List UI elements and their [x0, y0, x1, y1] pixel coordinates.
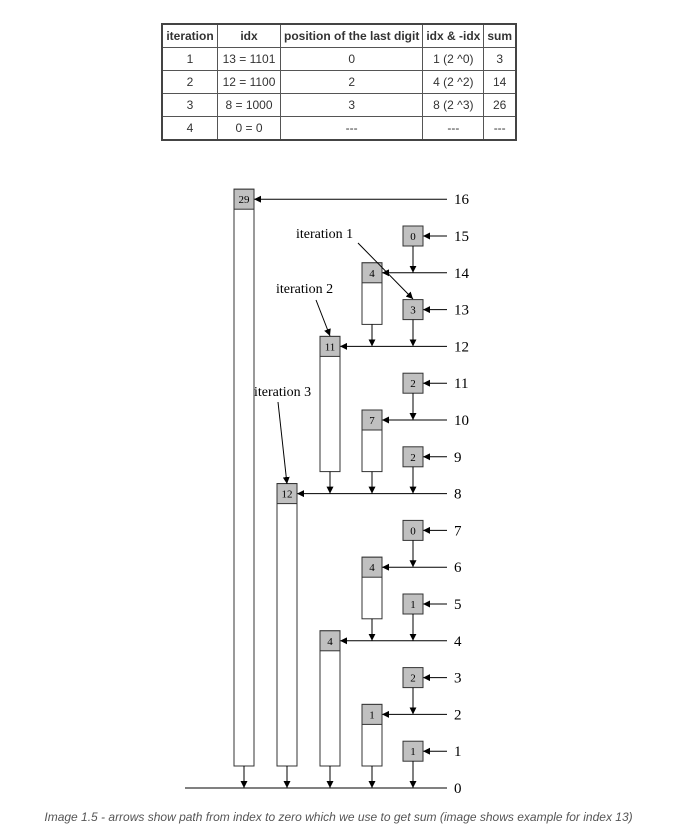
- iteration-table: iteration idx position of the last digit…: [161, 23, 518, 141]
- index-label: 4: [454, 634, 462, 650]
- table-cell: 13 = 1101: [217, 47, 281, 71]
- table-cell: 2: [161, 70, 218, 94]
- index-label: 6: [454, 560, 462, 576]
- index-label: 16: [454, 192, 470, 208]
- table-header-row: iteration idx position of the last digit…: [161, 23, 517, 48]
- index-label: 3: [454, 671, 462, 687]
- table-cell: 14: [483, 70, 517, 94]
- index-label: 5: [454, 597, 462, 613]
- node-value: 2: [410, 673, 416, 685]
- node-value: 0: [410, 525, 416, 537]
- figure-caption: Image 1.5 - arrows show path from index …: [44, 810, 633, 824]
- table-cell: 3: [161, 93, 218, 117]
- index-label: 14: [454, 266, 470, 282]
- annotation-arrow: [277, 401, 290, 485]
- range-bar: [233, 188, 255, 767]
- node-value-box: [361, 556, 383, 578]
- node-value: 2: [410, 452, 416, 464]
- table-cell: ---: [483, 116, 517, 141]
- node-value: 4: [369, 562, 375, 574]
- annotation-arrow: [315, 299, 331, 337]
- index-label: 13: [454, 303, 469, 319]
- table-row: 4 0 = 0 --- --- ---: [161, 116, 517, 141]
- node-value: 7: [369, 415, 375, 427]
- node-value-box: [361, 262, 383, 284]
- node-value-box: [233, 188, 255, 210]
- table-cell: 12 = 1100: [217, 70, 281, 94]
- table-cell: 2: [279, 70, 424, 94]
- column-header: position of the last digit: [279, 23, 424, 48]
- index-label: 11: [454, 376, 468, 392]
- table-cell: 4: [161, 116, 218, 141]
- node-value: 1: [369, 709, 375, 721]
- index-label: 8: [454, 487, 462, 503]
- table-row: 1 13 = 1101 0 1 (2 ^0) 3: [161, 47, 517, 71]
- node-value: 11: [325, 341, 336, 353]
- index-label: 7: [454, 523, 462, 539]
- table-cell: ---: [279, 116, 424, 141]
- node-value: 0: [410, 231, 416, 243]
- column-header: idx: [217, 23, 281, 48]
- table-cell: 0 = 0: [217, 116, 281, 141]
- table-row: 2 12 = 1100 2 4 (2 ^2) 14: [161, 70, 517, 94]
- index-label: 2: [454, 707, 462, 723]
- node-value: 29: [239, 194, 251, 206]
- iteration-annotation: iteration 1: [296, 227, 353, 242]
- node-value: 4: [327, 636, 333, 648]
- table-cell: 3: [279, 93, 424, 117]
- table-cell: 26: [483, 93, 517, 117]
- node-value: 2: [410, 378, 416, 390]
- index-label: 12: [454, 339, 469, 355]
- node-value: 1: [410, 599, 416, 611]
- node-value-box: [319, 630, 341, 652]
- index-label: 1: [454, 744, 462, 760]
- range-bar: [276, 483, 298, 767]
- index-label: 0: [454, 781, 462, 797]
- node-value-box: [319, 335, 341, 357]
- table-cell: 8 = 1000: [217, 93, 281, 117]
- node-value-box: [361, 409, 383, 431]
- node-value-box: [361, 703, 383, 725]
- index-label: 15: [454, 229, 469, 245]
- index-label: 9: [454, 450, 462, 466]
- node-value: 1: [410, 746, 416, 758]
- table-row: 3 8 = 1000 3 8 (2 ^3) 26: [161, 93, 517, 117]
- index-label: 10: [454, 413, 469, 429]
- iteration-annotation: iteration 2: [276, 282, 333, 297]
- node-value: 4: [369, 268, 375, 280]
- table-cell: 0: [279, 47, 424, 71]
- table-cell: 4 (2 ^2): [422, 70, 485, 94]
- annotation-arrow: [357, 242, 414, 300]
- iteration-annotation: iteration 3: [254, 385, 311, 400]
- node-value: 12: [282, 489, 293, 501]
- node-value: 3: [410, 305, 416, 317]
